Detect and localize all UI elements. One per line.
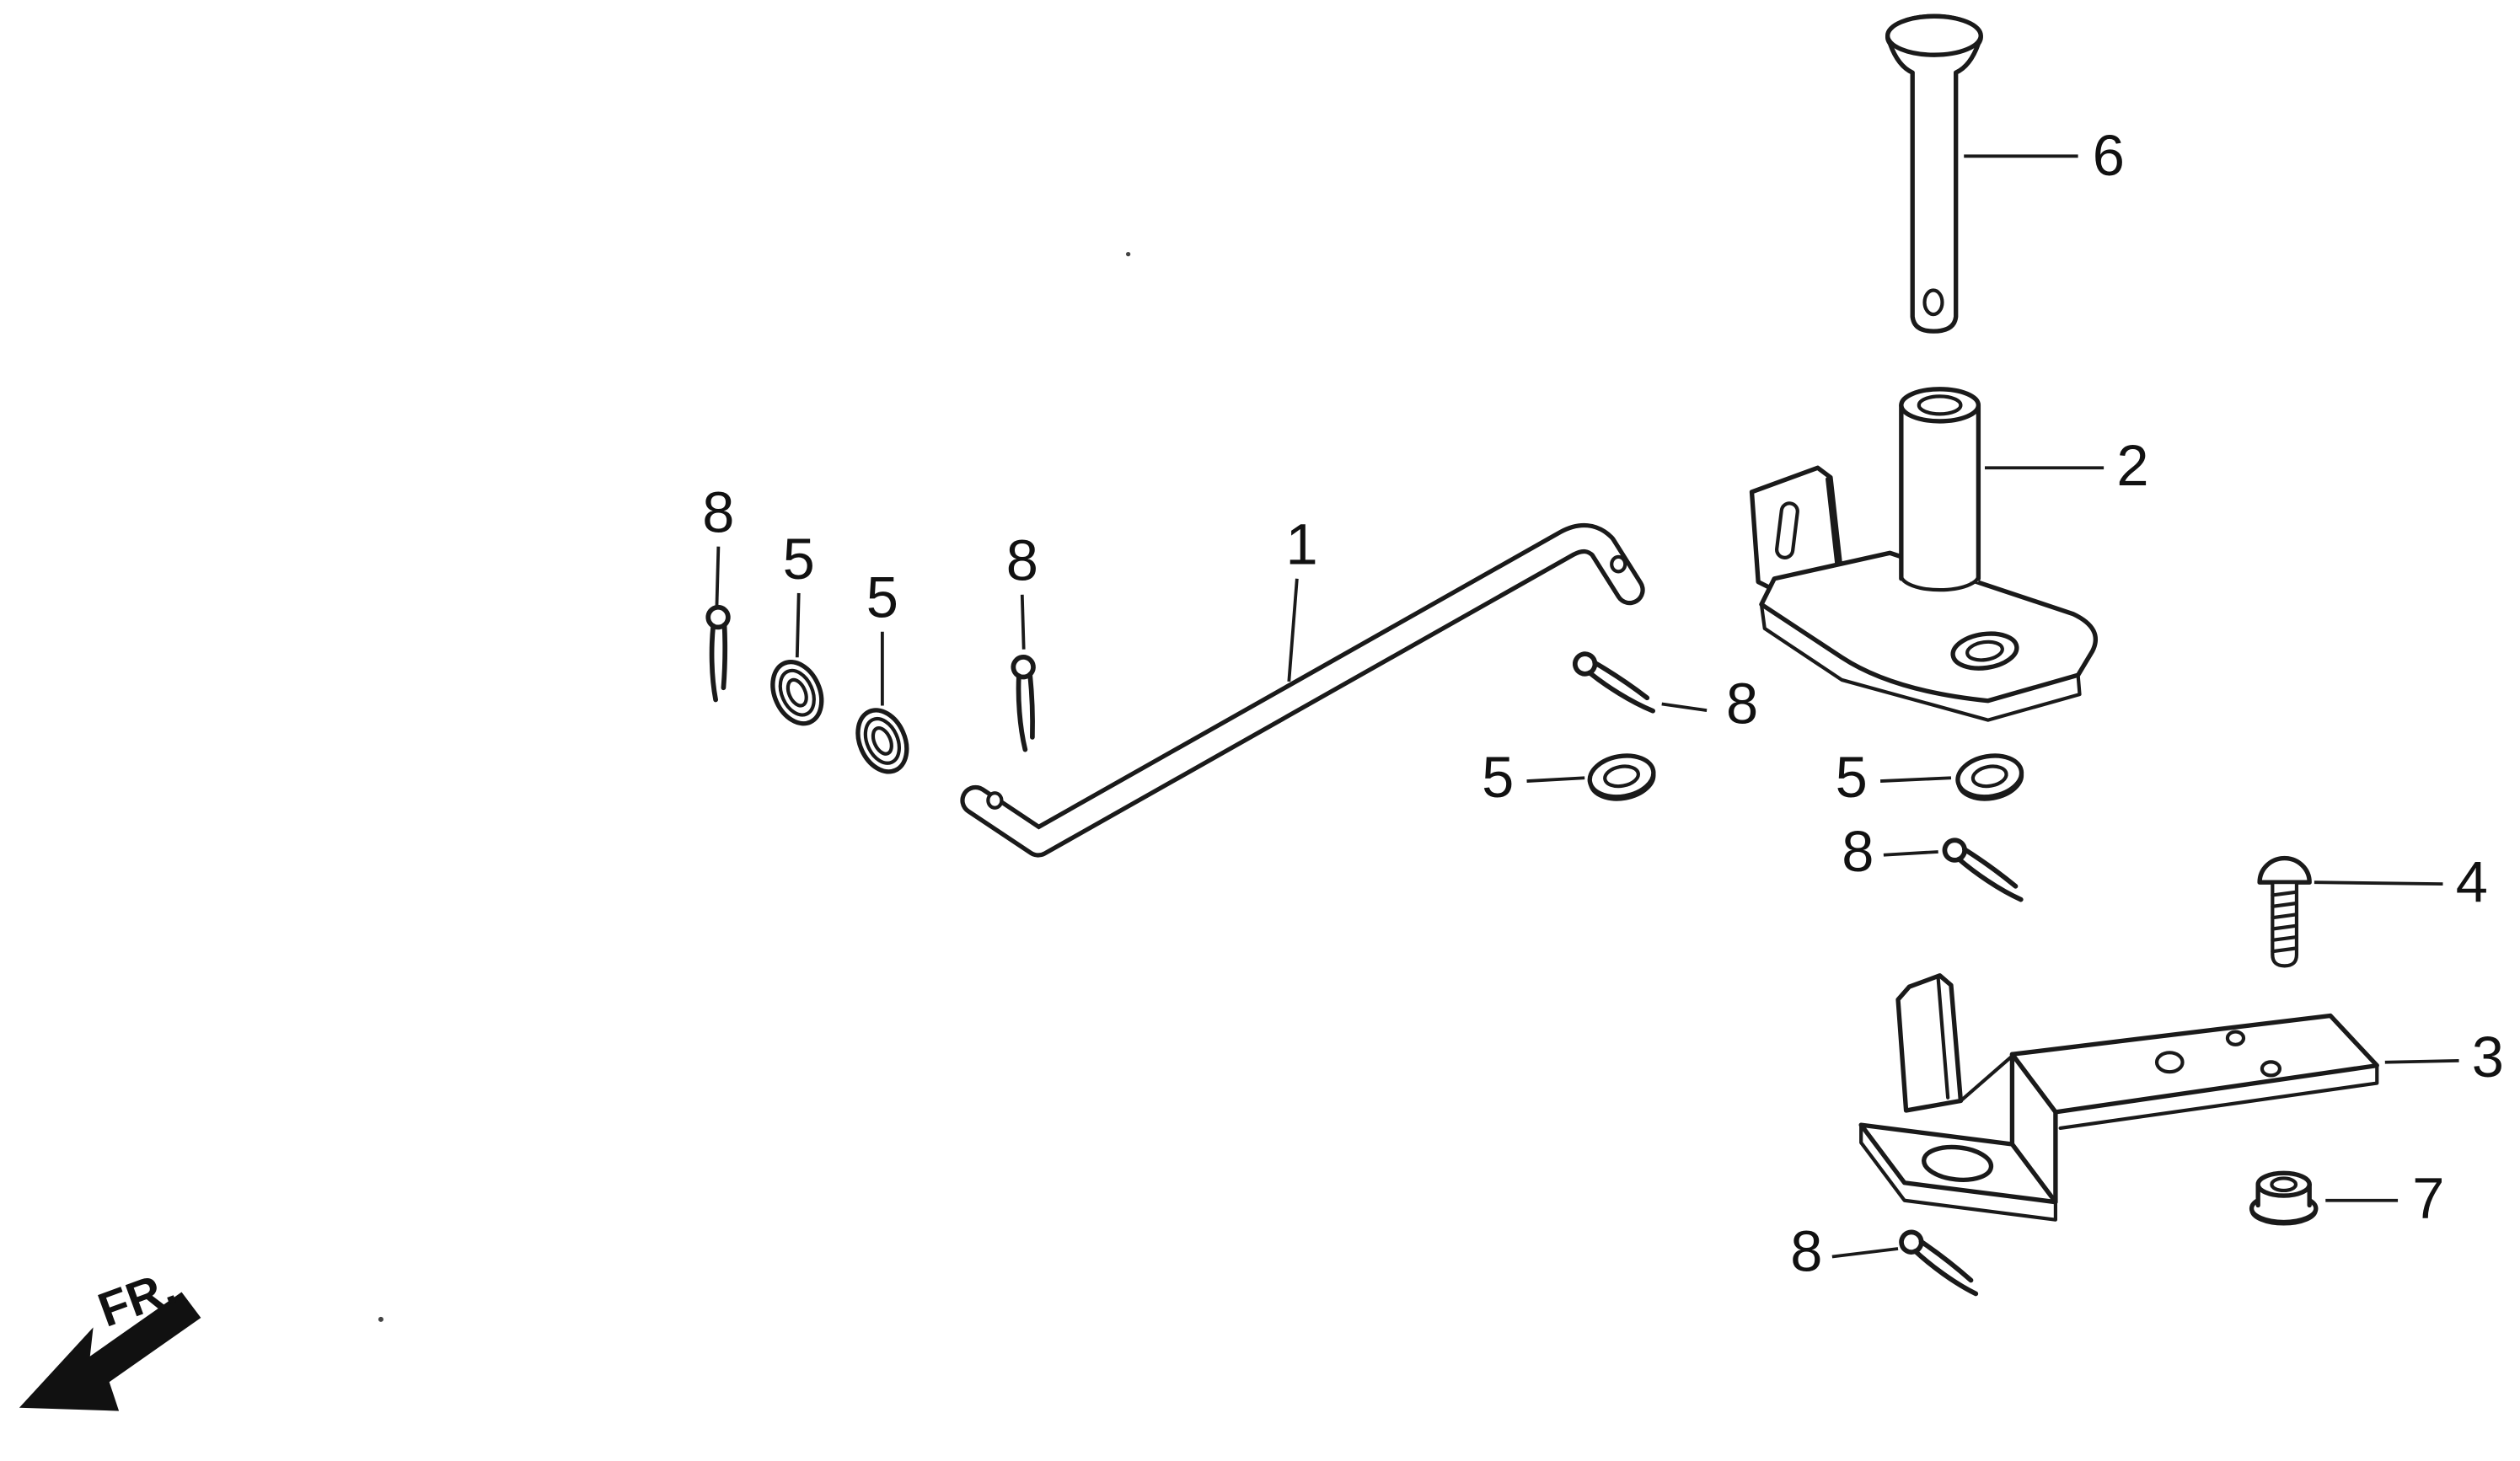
pin-body — [1885, 13, 1983, 334]
bracket-ear — [1895, 973, 1964, 1113]
part-5-washer-3 — [1587, 753, 1656, 801]
part-2-pivot-bracket — [1749, 387, 2099, 722]
fr-arrow-shape — [19, 1292, 201, 1411]
callout-part-5-2: 5 — [866, 565, 898, 630]
callout-part-5-3: 5 — [1482, 745, 1514, 810]
pin-hole — [1922, 288, 1944, 317]
top-plate-hole-3 — [2260, 1060, 2282, 1078]
callout-part-7: 7 — [2412, 1166, 2444, 1231]
washer-mid — [778, 668, 816, 717]
part-5-washer-1 — [770, 660, 824, 726]
callout-part-8-3: 8 — [1726, 671, 1758, 736]
fr-direction-arrow: FR. — [19, 1260, 201, 1411]
leader-line-4 — [2314, 880, 2443, 886]
callout-part-4: 4 — [2456, 849, 2488, 914]
plate-hole-inner — [1965, 640, 2004, 662]
rod-hole-left — [986, 791, 1004, 810]
leader-lines — [715, 154, 2459, 1259]
callout-part-1: 1 — [1285, 512, 1317, 577]
callout-part-8-5: 8 — [1790, 1219, 1822, 1284]
part-5-washer-4 — [1955, 753, 2024, 801]
leader-line-5c — [1526, 776, 1585, 783]
leader-line-1 — [1287, 578, 1299, 682]
part-8-cotter-pin-4 — [1941, 837, 2031, 901]
top-plate-hole-2 — [2225, 1030, 2246, 1046]
leader-line-8b — [1020, 594, 1026, 650]
leader-line-8c — [1661, 702, 1708, 713]
callout-part-5-4: 5 — [1836, 745, 1868, 810]
tube-bore — [1917, 394, 1963, 416]
part-8-cotter-pin-3 — [1571, 650, 1662, 712]
top-plate — [2009, 1013, 2379, 1115]
top-plate-thickness — [2058, 1063, 2379, 1131]
washer-mid — [863, 716, 901, 765]
nut-bore — [2270, 1176, 2298, 1193]
washer-hole — [785, 677, 808, 708]
part-5-washer-2 — [855, 708, 909, 774]
top-plate-hole-1 — [2154, 1051, 2185, 1074]
callout-part-3: 3 — [2472, 1025, 2504, 1089]
callout-part-2: 2 — [2116, 433, 2148, 498]
leader-line-8d — [1883, 850, 1938, 857]
bottom-plate-hole — [1922, 1144, 1994, 1182]
callout-part-8-1: 8 — [702, 479, 734, 544]
leader-line-5d — [1879, 776, 1952, 783]
part-6-clevis-pin — [1885, 13, 1983, 334]
part-3-mounting-bracket — [1858, 973, 2379, 1222]
nut-flange-thickness — [2249, 1208, 2318, 1226]
bracket-ear-slot — [1775, 501, 1799, 559]
bolt-threads — [2271, 890, 2299, 954]
part-4-bolt — [2257, 856, 2312, 968]
tube-sides — [1899, 403, 1981, 581]
washer-thickness — [1588, 771, 1656, 801]
leader-line-5a — [795, 592, 801, 658]
bottom-plate-thickness — [1859, 1123, 2058, 1222]
rod-inner — [964, 527, 1641, 854]
paper-speck-1 — [1125, 251, 1131, 257]
base-plate-thickness — [1759, 602, 2082, 722]
leader-line-3 — [2384, 1058, 2459, 1064]
callout-part-5-1: 5 — [783, 527, 815, 591]
bracket-ear-joint — [1959, 1055, 2013, 1103]
washer-hole — [871, 725, 893, 756]
part-7-flange-nut — [2249, 1170, 2319, 1226]
paper-speck-2 — [378, 1316, 383, 1322]
pin-head-top — [1885, 13, 1983, 57]
part-8-cotter-pin-5 — [1897, 1228, 1986, 1294]
bracket-ear-fold — [1936, 977, 1950, 1100]
rod-hole-right — [1610, 554, 1627, 574]
callout-part-6: 6 — [2093, 123, 2125, 188]
bracket-ear-fold — [1826, 477, 1839, 568]
callout-part-8-2: 8 — [1006, 528, 1038, 593]
part-8-cotter-pin-1 — [706, 607, 735, 700]
leader-line-8a — [715, 546, 721, 607]
tube-body — [1901, 404, 1979, 582]
washer-hole — [1970, 764, 2008, 789]
callout-part-8-4: 8 — [1842, 819, 1874, 884]
leader-line-8e — [1831, 1247, 1899, 1259]
tube-base-curve — [1899, 573, 1981, 592]
part-1-control-rod — [960, 523, 1645, 858]
washer-hole — [1603, 764, 1640, 789]
part-8-cotter-pin-2 — [1011, 656, 1044, 749]
callout-labels: 6 2 1 8 5 5 8 8 5 5 8 4 3 7 8 — [702, 123, 2504, 1283]
bolt-head — [2257, 856, 2312, 885]
washer-thickness — [1956, 771, 2024, 801]
base-plate — [1759, 550, 2099, 704]
